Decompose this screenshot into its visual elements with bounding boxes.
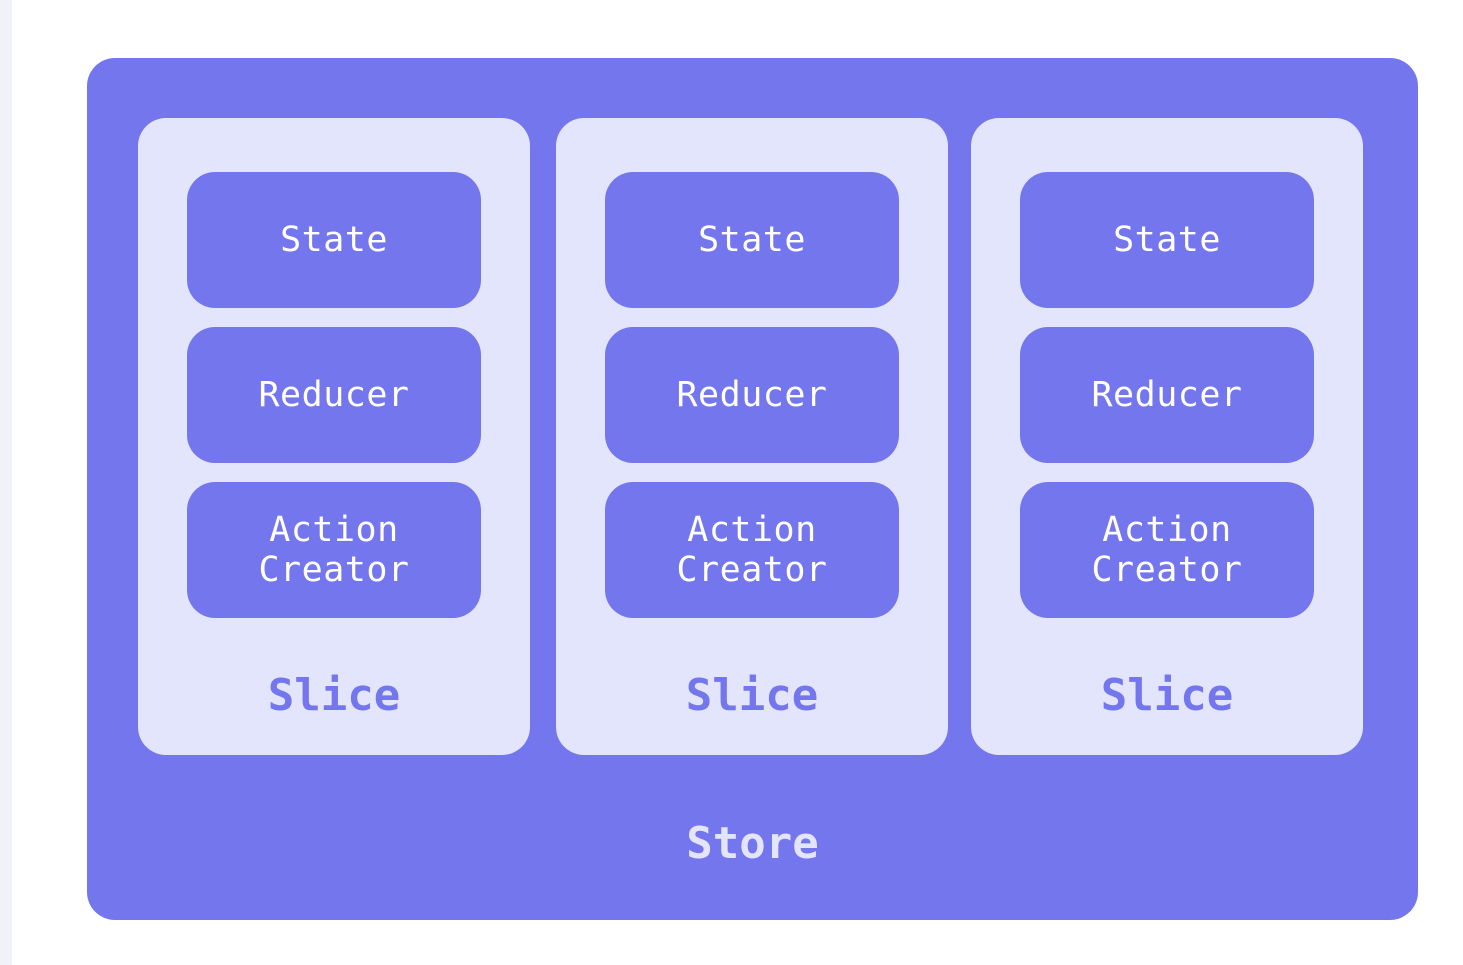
left-edge-strip xyxy=(0,0,12,965)
reducer-box: Reducer xyxy=(1020,327,1314,463)
store-label: Store xyxy=(686,818,819,869)
reducer-box: Reducer xyxy=(605,327,899,463)
action-creator-box: Action Creator xyxy=(187,482,481,618)
action-creator-box: Action Creator xyxy=(1020,482,1314,618)
slice-container: State Reducer Action Creator Slice xyxy=(138,118,530,755)
action-creator-box: Action Creator xyxy=(605,482,899,618)
slice-container: State Reducer Action Creator Slice xyxy=(971,118,1363,755)
state-box: State xyxy=(1020,172,1314,308)
slice-container: State Reducer Action Creator Slice xyxy=(556,118,948,755)
reducer-box: Reducer xyxy=(187,327,481,463)
slice-label: Slice xyxy=(1100,670,1234,721)
slice-label: Slice xyxy=(685,670,819,721)
state-box: State xyxy=(187,172,481,308)
state-box: State xyxy=(605,172,899,308)
store-container: State Reducer Action Creator Slice State… xyxy=(87,58,1418,920)
slice-label: Slice xyxy=(267,670,401,721)
